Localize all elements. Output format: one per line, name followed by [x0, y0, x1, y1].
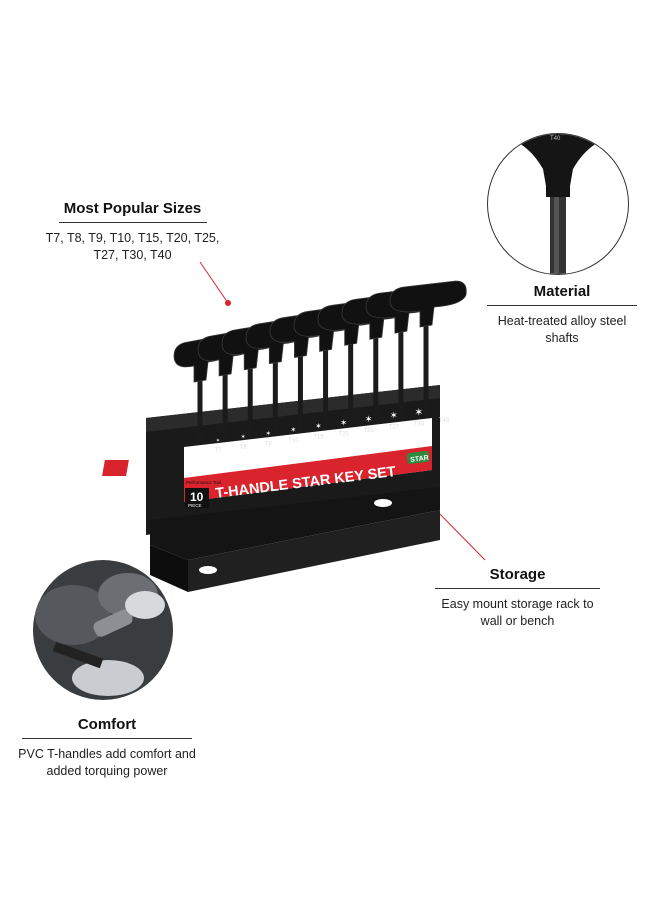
callout-storage: Storage Easy mount storage rack to wall …: [430, 566, 605, 630]
hex-shaft: [197, 368, 203, 444]
callout-popular-sizes: Most Popular Sizes T7, T8, T9, T10, T15,…: [40, 200, 225, 264]
popular-leader-dot: [225, 300, 231, 306]
mount-hole-left: [199, 566, 217, 574]
size-label: T8: [240, 445, 248, 451]
svg-text:10: 10: [190, 490, 204, 504]
size-label: T7: [214, 448, 222, 454]
size-label: T27: [389, 425, 400, 431]
star-icon: ✶: [340, 417, 347, 427]
size-label: T15: [313, 435, 324, 441]
star-icon: ✶: [390, 411, 398, 422]
star-icon: ✶: [266, 430, 271, 437]
callout-title: Comfort: [77, 716, 137, 733]
t-handle: [389, 280, 467, 328]
rack-top-shelf: [146, 385, 440, 432]
svg-text:PIECE: PIECE: [188, 503, 202, 508]
comfort-photo-circle: [33, 560, 173, 700]
star-icon: ✶: [415, 406, 424, 418]
hex-shaft: [222, 361, 228, 441]
callout-title: Storage: [489, 566, 546, 583]
star-icon: ✶: [216, 438, 220, 444]
piece-count-badge: 10 PIECE: [185, 488, 209, 508]
svg-text:T40: T40: [550, 136, 561, 142]
star-icon: ✶: [439, 402, 448, 415]
size-label: T40: [439, 418, 450, 424]
star-icon: ✶: [290, 426, 296, 434]
svg-text:PT: PT: [190, 461, 208, 476]
callout-text: PVC T-handles add comfort and added torq…: [18, 747, 196, 778]
star-icon: ✶: [315, 422, 321, 431]
t-handles: [173, 280, 467, 444]
hex-shaft: [323, 337, 329, 428]
rack-bottom-tray: [150, 487, 440, 560]
callout-rule: [58, 222, 207, 223]
hex-shaft: [398, 319, 404, 418]
callout-rule: [487, 305, 637, 306]
size-label: T9: [265, 441, 273, 447]
work-photo: [33, 560, 173, 700]
hex-shaft: [247, 355, 253, 438]
hex-shaft: [348, 331, 354, 424]
callout-text: Heat-treated alloy steel shafts: [497, 314, 627, 345]
star-badge: STAR: [406, 451, 430, 464]
size-label: T10: [288, 438, 299, 444]
callout-text: Easy mount storage rack to wall or bench: [441, 597, 594, 628]
callout-title: Material: [533, 283, 591, 300]
star-icon: ✶: [365, 415, 373, 425]
brand-logo: PT Performance Tool: [102, 460, 221, 485]
material-zoom-circle: T40: [487, 133, 629, 275]
popular-leader-line: [199, 261, 229, 304]
callout-material: Material Heat-treated alloy steel shafts: [482, 283, 642, 347]
svg-text:STAR: STAR: [410, 455, 429, 464]
hex-shaft: [423, 313, 429, 414]
size-labels: ✶ T7 ✶ T8 ✶ T9 ✶ T10 ✶ T15 ✶ T20 ✶ T25 ✶ T27 ✶ T30 ✶ T40: [214, 402, 449, 454]
callout-rule: [22, 738, 192, 739]
size-label: T20: [338, 431, 349, 437]
callout-comfort: Comfort PVC T-handles add comfort and ad…: [18, 716, 196, 780]
size-label: T25: [363, 428, 374, 434]
callout-text: T7, T8, T9, T10, T15, T20, T25, T27, T30…: [45, 231, 220, 262]
label-red-band: [184, 446, 432, 502]
callout-rule: [435, 588, 600, 589]
callout-title: Most Popular Sizes: [63, 200, 202, 217]
mount-hole-right: [374, 499, 392, 507]
star-icon: ✶: [241, 434, 246, 441]
hex-shaft: [272, 349, 278, 434]
handle-closeup: T40: [488, 134, 628, 274]
rack-base: [188, 510, 440, 592]
hex-shaft: [297, 343, 303, 431]
size-label: T30: [414, 421, 425, 427]
hex-shaft: [373, 325, 379, 421]
svg-text:Performance Tool: Performance Tool: [186, 480, 221, 485]
storage-leader-line: [432, 506, 486, 561]
